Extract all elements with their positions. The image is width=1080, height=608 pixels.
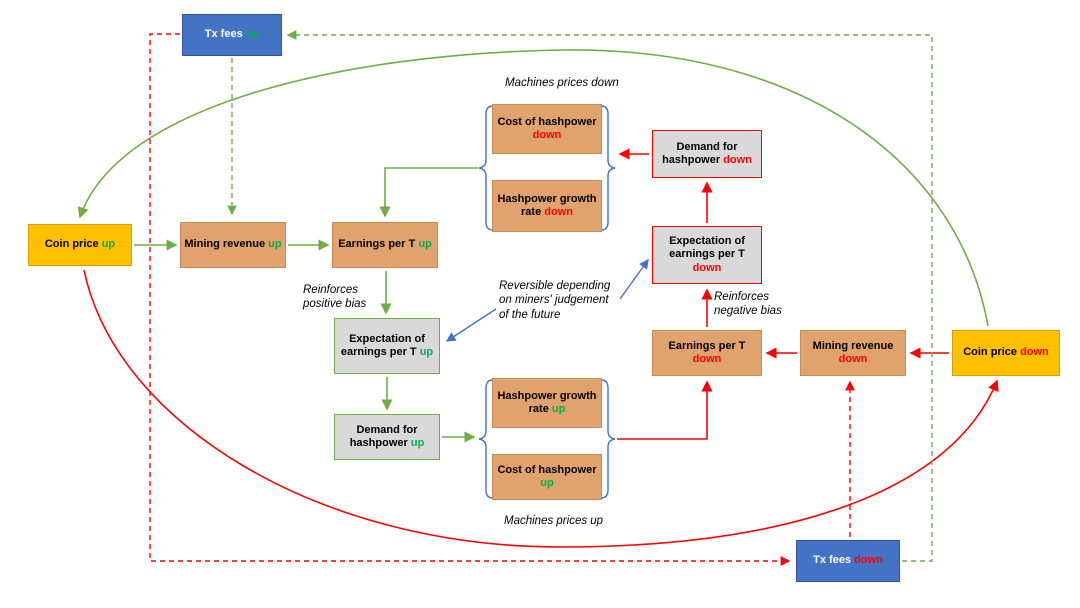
expectation-of-earnings-per-t-up-node: Expectation of earnings per T up bbox=[334, 318, 440, 374]
mining-revenue-up-node: Mining revenue up bbox=[180, 222, 286, 268]
coin-price-up-text: Coin price up bbox=[42, 236, 118, 253]
brace-right-bottom-pair bbox=[600, 379, 616, 499]
dashed-txfeesup-to-txfeesdown bbox=[149, 33, 791, 566]
cost-of-hashpower-up-text: Cost of hashpower up bbox=[493, 462, 601, 493]
node-state: down bbox=[692, 261, 722, 274]
reinforces-negative-bias-note: Reinforces negative bias bbox=[714, 291, 782, 318]
hashpower-growth-rate-down-node: Hashpower growth rate down bbox=[492, 180, 602, 232]
node-label: Tx fees bbox=[813, 554, 852, 567]
expectation-of-earnings-per-t-down-text: Expectation of earnings per T down bbox=[653, 233, 761, 277]
coin-price-down-node: Coin price down bbox=[952, 330, 1060, 376]
node-state: up bbox=[418, 238, 432, 251]
node-state: down bbox=[532, 129, 562, 141]
earnings-per-t-down-text: Earnings per T down bbox=[653, 338, 761, 369]
tx-fees-down-text: Tx fees down bbox=[810, 552, 886, 569]
reversible-note: Reversible depending on miners' judgemen… bbox=[499, 280, 611, 321]
expectation-of-earnings-per-t-up-text: Expectation of earnings per T up bbox=[335, 331, 439, 362]
mining-revenue-up-text: Mining revenue up bbox=[181, 236, 284, 253]
node-label: Earnings per T bbox=[668, 339, 746, 352]
node-label: Hashpower growth rate bbox=[497, 192, 597, 218]
node-label: Earnings per T bbox=[338, 238, 416, 251]
coin-price-up-node: Coin price up bbox=[28, 224, 132, 266]
node-state: up bbox=[551, 403, 566, 415]
arrow-reversible-to-expectationdown bbox=[619, 258, 649, 300]
demand-for-hashpower-up-node: Demand for hashpower up bbox=[334, 414, 440, 460]
earnings-per-t-up-node: Earnings per T up bbox=[332, 222, 438, 268]
earnings-per-t-up-text: Earnings per T up bbox=[335, 236, 435, 253]
expectation-of-earnings-per-t-down-node: Expectation of earnings per T down bbox=[652, 226, 762, 284]
demand-for-hashpower-down-node: Demand for hashpower down bbox=[652, 130, 762, 178]
node-state: down bbox=[1020, 346, 1049, 359]
node-state: down bbox=[723, 154, 752, 166]
cost-of-hashpower-down-text: Cost of hashpower down bbox=[493, 114, 601, 145]
cost-of-hashpower-up-node: Cost of hashpower up bbox=[492, 454, 602, 500]
mining-revenue-down-node: Mining revenue down bbox=[800, 330, 906, 376]
mining-revenue-down-text: Mining revenue down bbox=[801, 338, 905, 369]
cost-of-hashpower-down-node: Cost of hashpower down bbox=[492, 104, 602, 154]
node-state: down bbox=[544, 206, 573, 218]
node-label: Cost of hashpower bbox=[497, 463, 597, 476]
node-state: up bbox=[245, 28, 260, 41]
machines-prices-up-note: Machines prices up bbox=[504, 515, 604, 527]
hashpower-growth-rate-down-text: Hashpower growth rate down bbox=[493, 191, 601, 222]
node-label: Expectation of earnings per T bbox=[669, 234, 745, 261]
brace-left-bottom-pair bbox=[478, 379, 494, 499]
demand-for-hashpower-up-text: Demand for hashpower up bbox=[335, 422, 439, 453]
node-label: Demand for hashpower bbox=[662, 140, 738, 166]
node-state: down bbox=[854, 554, 883, 567]
hashpower-growth-rate-up-node: Hashpower growth rate up bbox=[492, 378, 602, 428]
node-state: up bbox=[101, 238, 116, 251]
hashpower-growth-rate-up-text: Hashpower growth rate up bbox=[493, 388, 601, 419]
node-label: Mining revenue bbox=[184, 238, 266, 251]
node-state: up bbox=[410, 437, 425, 449]
node-label: Expectation of earnings per T bbox=[340, 332, 425, 358]
coin-price-down-text: Coin price down bbox=[960, 344, 1052, 361]
node-state: up bbox=[419, 346, 434, 358]
brace-right-top-pair bbox=[600, 105, 616, 231]
tx-fees-up-text: Tx fees up bbox=[202, 26, 262, 43]
node-state: up bbox=[268, 238, 282, 251]
node-label: Mining revenue bbox=[812, 339, 894, 352]
tx-fees-down-node: Tx fees down bbox=[796, 540, 900, 582]
node-state: down bbox=[838, 353, 868, 365]
earnings-per-t-down-node: Earnings per T down bbox=[652, 330, 762, 376]
arrow-hashpoweruppair-to-earningsdown bbox=[617, 380, 713, 440]
tx-fees-up-node: Tx fees up bbox=[182, 14, 282, 56]
node-label: Coin price bbox=[963, 346, 1017, 359]
node-label: Coin price bbox=[44, 238, 99, 251]
node-state: up bbox=[540, 477, 554, 489]
node-state: down bbox=[692, 353, 722, 365]
node-label: Demand for hashpower bbox=[349, 423, 418, 449]
node-label: Tx fees bbox=[204, 28, 243, 41]
arrow-reversible-to-expectationup bbox=[445, 308, 497, 342]
arrow-hashpowerdownpair-to-earningsup bbox=[379, 167, 478, 218]
demand-for-hashpower-down-text: Demand for hashpower down bbox=[653, 139, 761, 170]
brace-left-top-pair bbox=[478, 105, 494, 231]
node-label: Hashpower growth rate bbox=[497, 389, 597, 415]
machines-prices-down-note: Machines prices down bbox=[505, 77, 619, 89]
node-label: Cost of hashpower bbox=[497, 115, 597, 128]
reinforces-positive-bias-note: Reinforces positive bias bbox=[303, 284, 367, 311]
